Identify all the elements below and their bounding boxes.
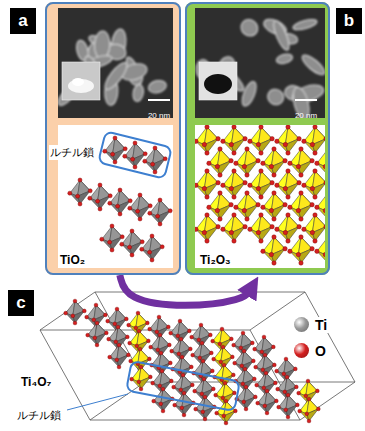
octahedron xyxy=(103,136,127,164)
text-slot: b xyxy=(336,8,362,34)
white-powder xyxy=(68,79,94,93)
octahedron xyxy=(120,229,144,257)
octahedron xyxy=(221,169,248,199)
octahedron xyxy=(194,395,216,421)
octahedron xyxy=(234,191,261,221)
octahedron xyxy=(275,169,302,199)
octahedron xyxy=(173,391,195,417)
label-slot: c xyxy=(8,290,34,316)
octahedron xyxy=(298,397,320,423)
octahedron xyxy=(195,169,220,199)
annotation-label: ルチル鎖 xyxy=(49,145,95,160)
octahedron xyxy=(248,125,275,155)
label-slot: Ti₄O₇ xyxy=(20,371,52,390)
powder-photo xyxy=(62,62,100,100)
legend-item: O xyxy=(294,340,328,359)
octahedron xyxy=(277,393,299,419)
octahedron xyxy=(261,147,288,177)
octahedron xyxy=(302,169,325,199)
particles xyxy=(58,28,168,108)
atom-swatch xyxy=(294,317,309,332)
panel: aTiO₂ xyxy=(45,2,181,275)
octahedron xyxy=(148,198,172,226)
octahedron xyxy=(86,321,108,347)
label-slot: ルチル鎖 xyxy=(49,141,95,160)
panel-letter: b xyxy=(336,8,362,34)
legend-text: O xyxy=(313,343,328,359)
octahedron xyxy=(195,125,220,155)
octahedron xyxy=(302,125,325,155)
octahedron xyxy=(275,125,302,155)
octahedron xyxy=(315,235,325,265)
structure-frame xyxy=(195,125,325,268)
text-slot: TiO₂ xyxy=(59,249,86,268)
panel-letter: a xyxy=(10,8,36,34)
octahedron xyxy=(248,213,275,243)
text-slot: a xyxy=(10,8,36,34)
scale-label: 20 nm xyxy=(295,111,317,120)
octahedron xyxy=(256,389,278,415)
formula-label: Ti₂O₃ xyxy=(199,253,232,267)
panel-letter: c xyxy=(8,290,34,316)
octahedron xyxy=(100,224,124,252)
octahedron xyxy=(288,191,315,221)
label-slot: ルチル鎖 xyxy=(16,404,62,423)
octahedron xyxy=(261,235,288,265)
octahedron xyxy=(68,178,92,206)
octahedron xyxy=(130,365,152,391)
octahedron xyxy=(88,183,112,211)
annotation-label: ルチル鎖 xyxy=(16,408,62,423)
scale-bar xyxy=(295,99,317,101)
panel-ground xyxy=(45,2,181,275)
octahedron xyxy=(64,299,86,325)
octahedron xyxy=(123,141,147,169)
octahedron xyxy=(275,213,302,243)
panel: bTi₂O₃ xyxy=(185,2,330,275)
legend-item: Ti xyxy=(294,314,329,333)
octahedron xyxy=(234,147,261,177)
octahedron xyxy=(248,169,275,199)
octahedron xyxy=(195,213,220,243)
formula-label: TiO₂ xyxy=(59,253,86,267)
octahedron xyxy=(261,191,288,221)
white-powder xyxy=(72,78,84,86)
formula-label: Ti₄O₇ xyxy=(20,375,52,389)
octahedron xyxy=(207,191,234,221)
leader-line xyxy=(67,394,128,410)
octahedron xyxy=(207,147,234,177)
label-slot: 20 nm xyxy=(295,103,317,122)
chain-outline xyxy=(126,361,240,411)
octahedron xyxy=(140,234,164,262)
black-powder xyxy=(204,74,232,94)
transform-arrow xyxy=(120,275,250,305)
octahedron xyxy=(108,343,130,369)
corundum-structure xyxy=(195,125,325,265)
octahedron xyxy=(152,387,174,413)
sem-image xyxy=(58,8,173,118)
octahedron xyxy=(288,235,315,265)
legend-text: Ti xyxy=(313,317,329,333)
octahedron xyxy=(128,193,152,221)
octahedron xyxy=(143,146,167,174)
text-slot: Ti₂O₃ xyxy=(199,249,232,268)
octahedron xyxy=(221,125,248,155)
magneli-structure xyxy=(40,292,355,425)
particles xyxy=(196,16,325,118)
scale-label: 20 nm xyxy=(148,111,170,120)
octahedron xyxy=(288,147,315,177)
chain-outline xyxy=(98,131,172,179)
octahedron xyxy=(108,188,132,216)
panel-ground xyxy=(185,2,330,275)
scale-bar xyxy=(148,99,170,101)
octahedron xyxy=(302,213,325,243)
powder-photo xyxy=(199,62,237,100)
atom-swatch xyxy=(294,343,309,358)
octahedron xyxy=(221,213,248,243)
label-slot: 20 nm xyxy=(148,103,170,122)
octahedron xyxy=(215,399,237,425)
